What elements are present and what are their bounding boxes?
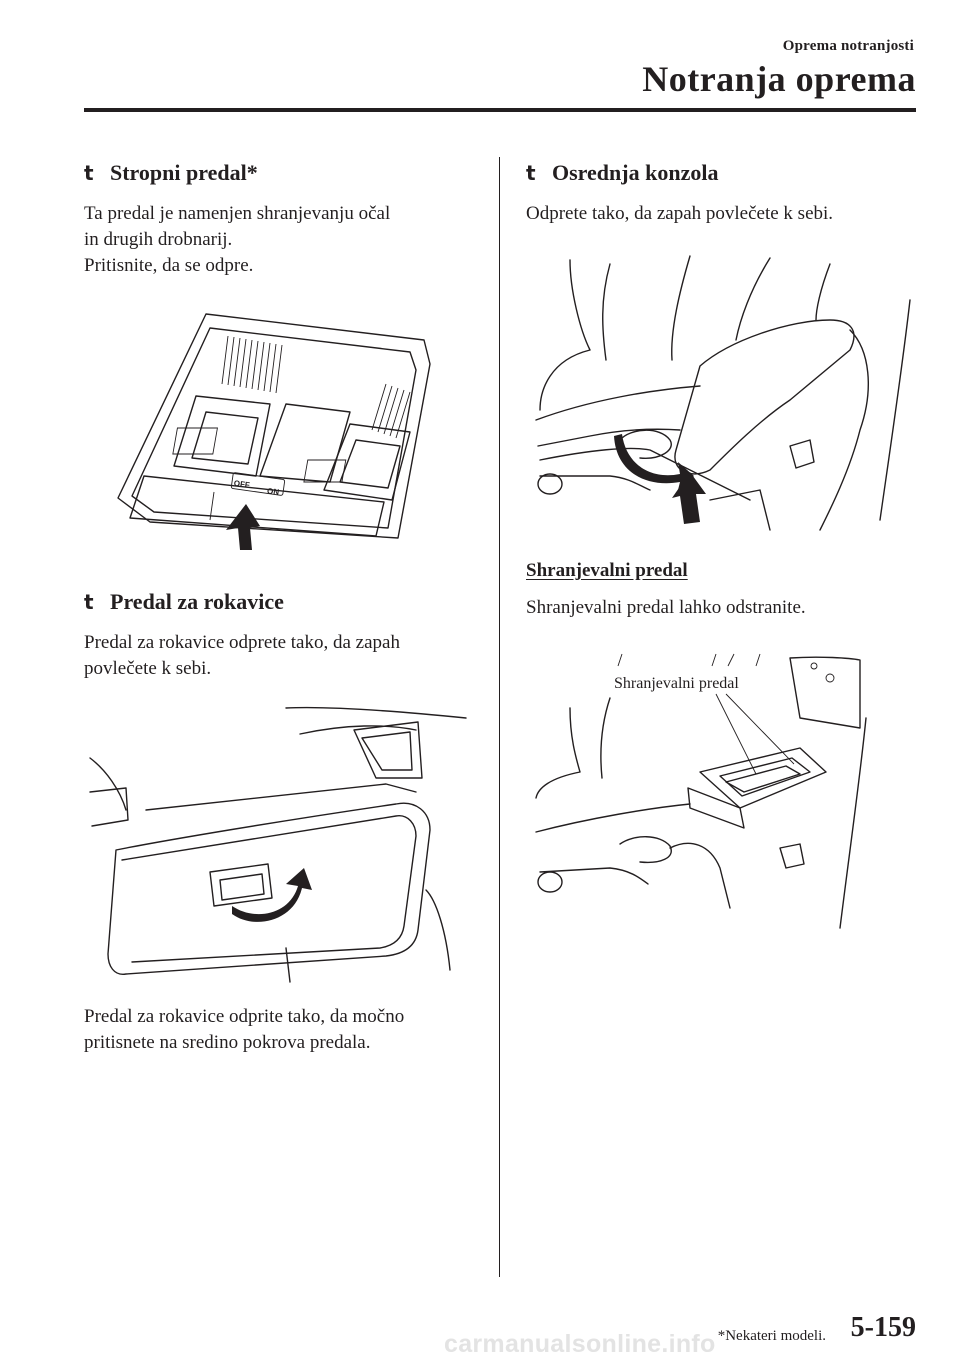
overhead-console-illustration: OFF ON xyxy=(117,313,431,550)
column-divider xyxy=(499,157,500,1277)
heading-overhead-console: t Stropni predal* xyxy=(84,160,258,186)
paragraph-glove-box-2: Predal za rokavice odprite tako, da močn… xyxy=(84,1004,404,1056)
text-line: Ta predal je namenjen shranjevanju očal xyxy=(84,203,391,224)
page-number: 5-159 xyxy=(850,1312,916,1343)
switch-on-label: ON xyxy=(267,486,280,497)
curved-arrow-icon xyxy=(614,434,694,490)
header-rule xyxy=(84,108,916,112)
footnote: *Nekateri modeli. xyxy=(717,1328,826,1344)
subheading-storage-tray: Shranjevalni predal xyxy=(526,560,688,581)
bullet-icon: t xyxy=(84,590,94,614)
text-line: Odprete tako, da zapah povlečete k sebi. xyxy=(526,203,834,224)
curved-arrow-icon xyxy=(232,868,312,922)
text-line: povlečete k sebi. xyxy=(84,658,212,679)
watermark: carmanualsonline.info xyxy=(444,1330,716,1358)
paragraph-center-console: Odprete tako, da zapah povlečete k sebi. xyxy=(526,201,833,227)
storage-tray-illustration: Shranjevalni predal xyxy=(535,653,867,929)
heading-center-console: t Osrednja konzola xyxy=(526,160,718,186)
text-line: pritisnete na sredino pokrova predala. xyxy=(84,1032,371,1053)
up-arrow-icon xyxy=(226,504,260,550)
heading-text: Predal za rokavice xyxy=(110,589,284,614)
callout-label: Shranjevalni predal xyxy=(614,675,739,692)
text-line: in drugih drobnarij. xyxy=(84,229,233,250)
section-label: Oprema notranjosti xyxy=(782,38,914,54)
text-line: Pritisnite, da se odpre. xyxy=(84,255,254,276)
page-title: Notranja oprema xyxy=(642,59,916,99)
heading-text: Stropni predal* xyxy=(110,160,258,185)
switch-off-label: OFF xyxy=(233,479,250,490)
bullet-icon: t xyxy=(84,161,94,185)
paragraph-storage-tray: Shranjevalni predal lahko odstranite. xyxy=(526,595,806,621)
speaker-grille-right xyxy=(371,383,411,439)
heading-text: Osrednja konzola xyxy=(552,160,719,185)
text-line: Predal za rokavice odprete tako, da zapa… xyxy=(84,632,400,653)
text-line: Shranjevalni predal lahko odstranite. xyxy=(526,597,806,618)
text-line: Predal za rokavice odprite tako, da močn… xyxy=(84,1006,405,1027)
speaker-grille-left xyxy=(221,335,283,394)
paragraph-glove-box: Predal za rokavice odprete tako, da zapa… xyxy=(84,630,400,682)
heading-glove-box: t Predal za rokavice xyxy=(84,589,284,615)
up-arrow-icon xyxy=(672,472,706,524)
center-console-illustration xyxy=(535,255,911,531)
glove-box-illustration xyxy=(89,706,467,983)
bullet-icon: t xyxy=(526,161,536,185)
paragraph-overhead-console: Ta predal je namenjen shranjevanju očal … xyxy=(84,201,390,279)
